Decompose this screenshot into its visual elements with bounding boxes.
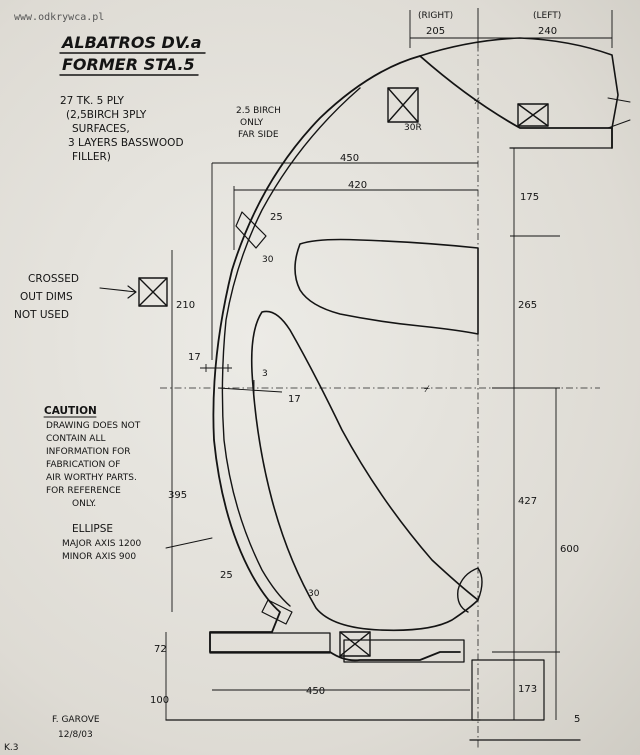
notch-top-center [387,87,419,123]
caution-line-2: CONTAIN ALL [46,434,106,444]
dim-100: 100 [150,695,169,706]
dim-450-top: 450 [340,153,359,164]
spec-line-4: 3 LAYERS BASSWOOD [68,137,184,149]
signature-name: F. GAROVE [52,715,100,725]
dim-427: 427 [518,496,537,507]
dim-600: 600 [560,544,579,555]
crossed-out-note: CROSSED OUT DIMS NOT USED [14,273,79,321]
dim-240: 240 [538,26,557,37]
dim-72: 72 [154,644,167,655]
title-line-1: ALBATROS DV.a [60,33,202,52]
right-label: (RIGHT) [418,11,453,21]
dim-17-a: 17 [188,352,201,363]
spec-line-1: 27 TK. 5 PLY [60,95,124,107]
former-top-edge [419,37,619,129]
caution-note: CAUTION DRAWING DOES NOT CONTAIN ALL INF… [43,405,141,509]
left-label: (LEFT) [533,11,561,21]
caution-line-4: FABRICATION OF [46,460,120,470]
centerline-mark-mid: ⌿ [424,384,430,395]
spec-note: 27 TK. 5 PLY (2,5BIRCH 3PLY SURFACES, 3 … [60,95,184,163]
former-right-edge [509,127,613,149]
notch-bottom-center [339,631,371,657]
bottom-right-box [471,659,545,721]
caution-line-7: ONLY. [72,499,96,509]
dim-17-b: 17 [288,394,301,405]
bottom-spar-box-left [209,632,331,654]
bottom-spar-box-right [343,639,465,663]
upper-lightening-hole [294,238,479,335]
notch-crossed-legend [138,277,168,307]
birch-note: 2.5 BIRCH ONLY FAR SIDE [236,106,281,140]
former-inner-rim [221,87,361,607]
notch-top-right [517,103,549,127]
dim-173: 173 [518,684,537,695]
spec-line-2: (2,5BIRCH 3PLY [66,109,147,121]
rim-notch-bottom [261,599,293,625]
dim-395: 395 [168,490,187,501]
lower-right-cutout [457,567,483,613]
dim-small-17 [200,364,283,400]
dim-265: 265 [518,300,537,311]
ellipse-note: ELLIPSE MAJOR AXIS 1200 MINOR AXIS 900 [62,523,142,562]
bottom-base-line [165,719,581,741]
birch-line-1: 2.5 BIRCH [236,106,281,116]
caution-title: CAUTION [44,405,97,417]
former-outer-outline [209,55,613,662]
dim-210: 210 [176,300,195,311]
ellipse-line-1: ELLIPSE [72,523,113,535]
dim-175: 175 [520,192,539,203]
watermark: www.odkrywca.pl [14,12,104,23]
caution-line-5: AIR WORTHY PARTS. [46,473,137,483]
dim-30r: 30R [404,123,422,133]
dim-30-bottom: 30 [308,589,320,599]
dim-25-bottom: 25 [220,570,233,581]
crossed-line-1: CROSSED [28,273,79,285]
crossed-line-2: OUT DIMS [20,291,73,303]
caution-line-3: INFORMATION FOR [46,447,130,457]
rim-notch-top [235,211,267,249]
caution-line-6: FOR REFERENCE [46,486,121,496]
dim-3: 3 [262,369,268,379]
ellipse-leader [165,537,213,549]
crossed-arrow [99,285,137,299]
spec-line-5: FILLER) [72,151,111,163]
corner-mark: K.3 [4,743,19,753]
right-edge-tabs [607,97,631,129]
dim-450-bottom: 450 [306,686,325,697]
dim-420: 420 [348,180,367,191]
caution-line-1: DRAWING DOES NOT [46,421,141,431]
dim-5: 5 [574,714,580,725]
dim-25-top: 25 [270,212,283,223]
dim-30-top: 30 [262,255,274,265]
signature-block: F. GAROVE 12/8/03 K.3 [4,715,100,753]
lower-lightening-hole [250,310,479,632]
dim-205: 205 [426,26,445,37]
title-line-2: FORMER STA.5 [62,55,195,74]
birch-line-3: FAR SIDE [238,130,279,140]
crossed-line-3: NOT USED [14,309,69,321]
ellipse-line-2: MAJOR AXIS 1200 [62,539,142,549]
birch-line-2: ONLY [240,118,264,128]
signature-date: 12/8/03 [58,730,93,740]
ellipse-line-3: MINOR AXIS 900 [62,552,136,562]
spec-line-3: SURFACES, [72,123,130,135]
